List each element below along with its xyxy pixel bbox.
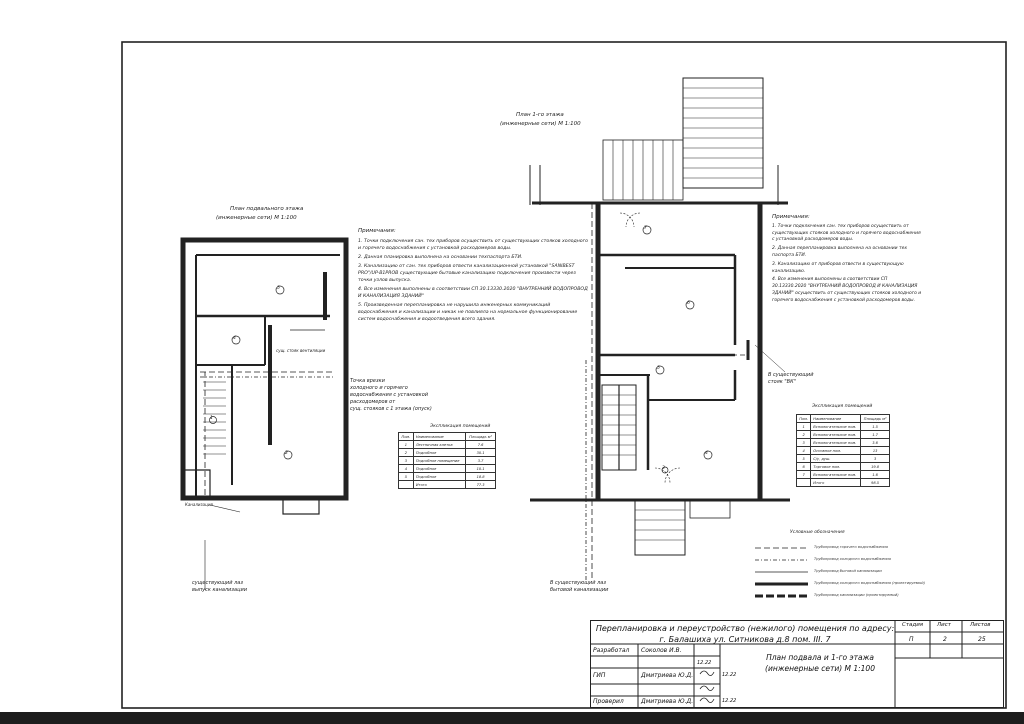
- title-block-lines: [590, 620, 1004, 708]
- room-marker: [703, 450, 713, 460]
- basement-sewer-label: Канализация: [185, 502, 213, 507]
- room-number: 4: [233, 336, 236, 341]
- date: 12.22: [697, 660, 712, 666]
- role: Проверил: [593, 698, 624, 705]
- stage-header: Стадия: [902, 622, 924, 628]
- legend-title: Условные обозначения: [790, 530, 845, 535]
- room-marker: [209, 416, 217, 424]
- ff-subtitle: (инженерные сети) М 1:100: [500, 121, 581, 127]
- legend-item: Трубопровод холодного водоснабжения: [814, 557, 891, 561]
- date: 12.22: [722, 672, 737, 678]
- stage-value: П: [909, 636, 914, 643]
- legend-item: Трубопровод бытовой канализации: [814, 569, 882, 573]
- room-marker: [655, 365, 665, 375]
- notes-left: Примечания: 1. Точки подключения сан. те…: [358, 228, 588, 322]
- basement-subtitle: (инженерные сети) М 1:100: [216, 215, 297, 221]
- person-name: Дмитриева Ю.Д.: [641, 672, 694, 679]
- room-marker: [231, 335, 241, 345]
- room-number: 4: [705, 451, 708, 456]
- ff-title: План 1-го этажа: [516, 112, 564, 118]
- room-number: 6: [687, 301, 690, 306]
- tie-in-note: Точка врезки холодного и горячего водосн…: [350, 378, 432, 412]
- first-floor-plan: [529, 77, 790, 580]
- bottom-stairs: [634, 499, 686, 556]
- basement-title: План подвального этажа: [230, 206, 304, 212]
- room-number: 5: [657, 366, 660, 371]
- basement-outer-wall: [180, 237, 349, 501]
- room-number: 2: [285, 451, 288, 456]
- room-marker: [685, 300, 695, 310]
- basement-entry: [282, 497, 320, 515]
- basement-plan: [180, 237, 349, 590]
- person-name: Дмитриева Ю.Д.: [641, 698, 694, 705]
- sheets-value: 25: [978, 636, 986, 643]
- room-marker: [283, 450, 293, 460]
- project-title: Перепланировка и переустройство (нежилог…: [595, 624, 895, 644]
- ff-sewer-note: В существующий лаз бытовой канализации: [550, 580, 609, 593]
- top-stairs: [682, 77, 764, 189]
- table-left-caption: Экспликация помещений: [430, 424, 491, 429]
- person-name: Соколов И.В.: [641, 647, 682, 654]
- room-number: 7: [644, 226, 647, 231]
- sheets-header: Листов: [970, 622, 991, 628]
- basement-stairs: [203, 381, 226, 455]
- title-block: Перепланировка и переустройство (нежилог…: [590, 620, 1004, 708]
- existing-sewer-note: существующий лаз выпуск канализации: [192, 580, 247, 593]
- legend-item: Трубопровод горячего водоснабжения: [814, 545, 888, 549]
- bottom-bar: [0, 712, 1024, 724]
- role: ГИП: [593, 672, 606, 679]
- room-number: 5: [277, 286, 280, 291]
- room-marker: [275, 285, 285, 295]
- sheet-value: 2: [943, 636, 947, 643]
- legend-lines: [755, 547, 808, 598]
- role: Разработал: [593, 647, 630, 654]
- vent-riser-label: сущ. стояк вентиляции: [276, 348, 326, 353]
- table-right-caption: Экспликация помещений: [812, 404, 873, 409]
- legend-item: Трубопровод канализации (проектируемый): [814, 593, 899, 597]
- room-marker: [642, 225, 652, 235]
- room-marker: [661, 466, 669, 474]
- sheet-header: Лист: [937, 622, 951, 628]
- date: 12.22: [722, 698, 737, 704]
- room-number: 1: [210, 416, 213, 421]
- signatures: [699, 670, 715, 703]
- notes-right: Примечания: 1. Точки подключения сан. те…: [772, 214, 922, 303]
- riser-label: В существующий стояк "ВК": [768, 372, 814, 385]
- legend-item: Трубопровод холодного водоснабжения (про…: [814, 581, 926, 585]
- drawing-title: План подвала и 1-го этажа (инженерные се…: [765, 653, 875, 673]
- room-number: 3: [662, 466, 665, 471]
- sheet-frame: [121, 41, 1007, 709]
